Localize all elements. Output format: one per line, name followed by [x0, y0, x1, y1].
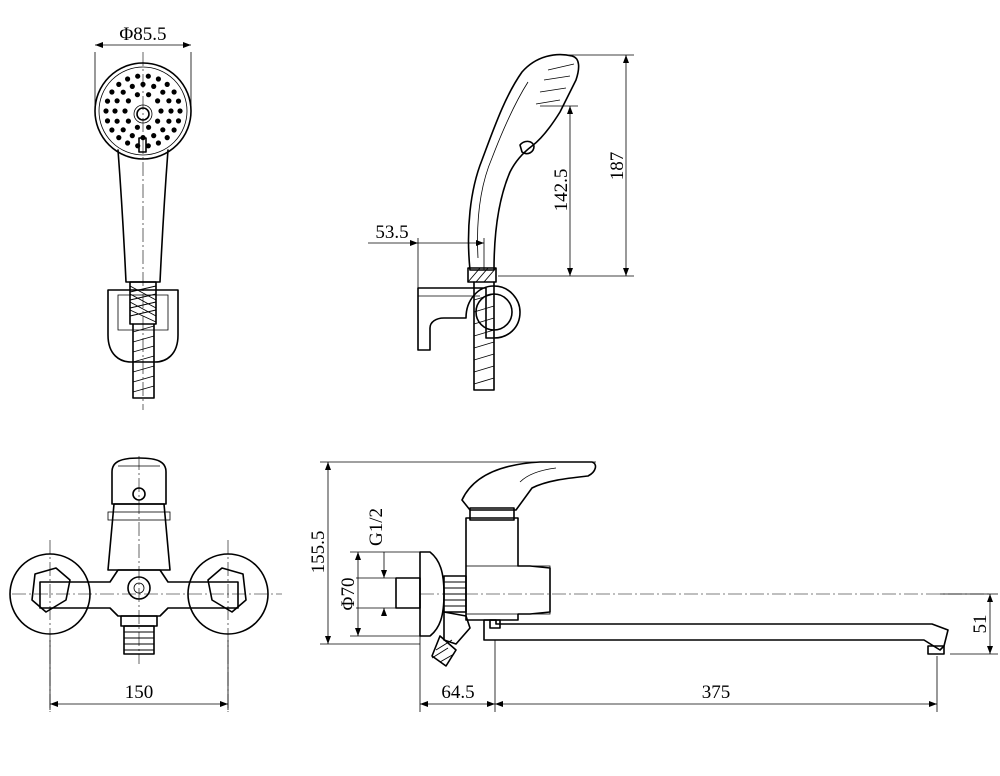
dim-center-distance: 150: [125, 682, 154, 703]
hand-shower-side-view: 187 142.5 53.5: [368, 53, 634, 391]
dim-flange-diameter: Φ70: [338, 578, 359, 611]
mixer-front-view: 150: [9, 456, 282, 712]
dim-body-depth: 64.5: [441, 682, 474, 703]
dim-mixer-height: 155.5: [308, 531, 329, 574]
hand-shower-front-view: Φ85.5: [94, 24, 192, 410]
dim-shower-head-offset: 142.5: [551, 169, 572, 212]
dim-shower-total-height: 187: [607, 152, 628, 181]
dim-spout-length: 375: [702, 682, 731, 703]
dim-shower-head-diameter: Φ85.5: [119, 24, 166, 45]
mixer-side-view: 155.5 G1/2 Φ70 51 64.5 375: [308, 461, 998, 712]
dim-spout-height: 51: [970, 615, 991, 634]
dim-thread: G1/2: [366, 508, 387, 546]
dim-holder-offset: 53.5: [375, 222, 408, 243]
nozzle-dots: [103, 73, 183, 149]
